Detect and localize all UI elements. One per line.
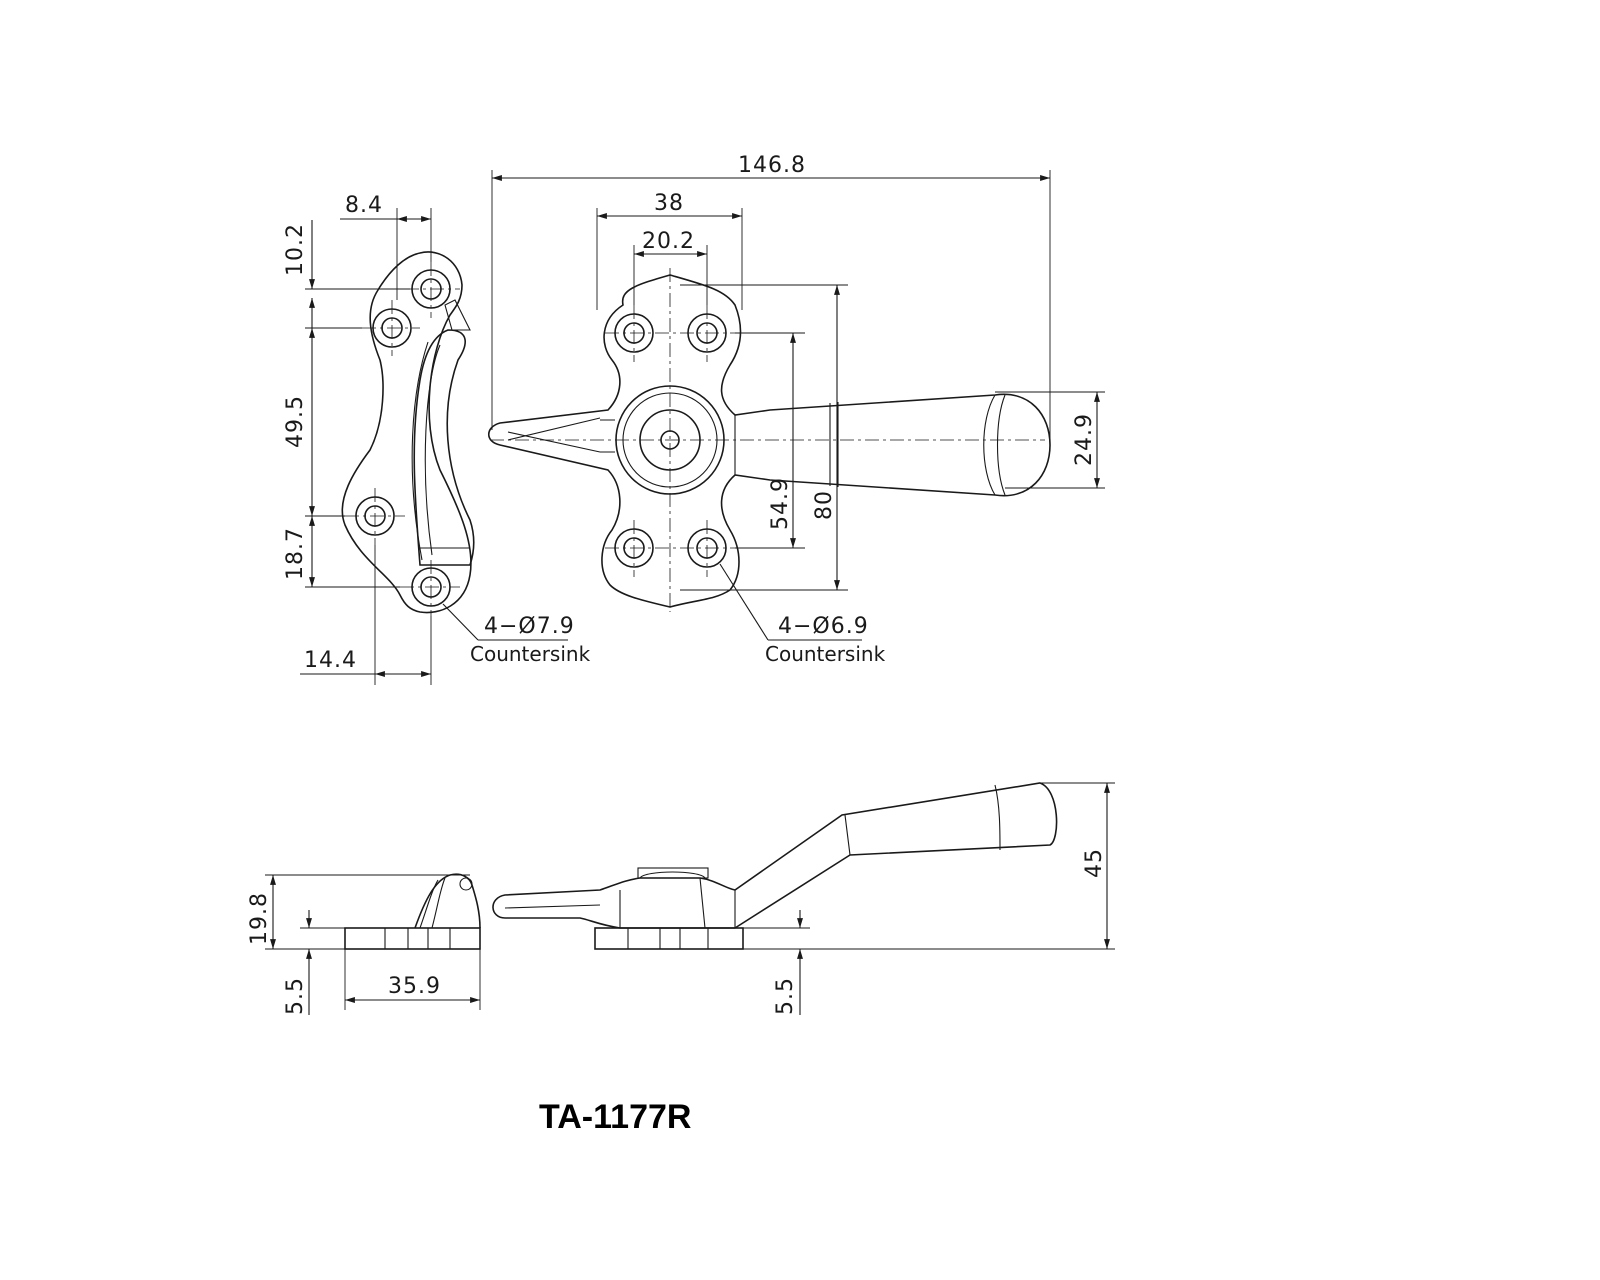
dim-keeper-bottom-offset: 14.4 <box>304 648 357 673</box>
dim-hole-spacing-vertical: 54.9 <box>768 477 793 530</box>
sash-lock-side-view <box>492 782 1058 950</box>
dim-overall-length: 146.8 <box>738 153 806 178</box>
dim-keeper-length: 35.9 <box>388 974 441 999</box>
dim-plate-width: 38 <box>654 191 684 216</box>
sash-lock-top-view <box>487 268 1051 612</box>
dim-keeper-hole-top: 10.2 <box>283 223 308 276</box>
sash-lock-dimensions <box>491 170 1105 641</box>
dim-keeper-top-offset: 8.4 <box>345 193 383 218</box>
sash-lock-side-dimensions <box>743 782 1115 1015</box>
note-keeper-hole-size: 4−Ø7.9 <box>484 614 575 639</box>
note-lock-hole-size: 4−Ø6.9 <box>778 614 869 639</box>
dim-handle-width: 24.9 <box>1072 413 1097 466</box>
dim-keeper-hole-span: 49.5 <box>283 395 308 448</box>
dim-keeper-hole-bottom: 18.7 <box>283 527 308 580</box>
dim-lock-height: 45 <box>1082 848 1107 878</box>
keeper-side-dimensions <box>265 874 481 1015</box>
dim-hole-spacing-inner: 20.2 <box>642 229 695 254</box>
note-lock-hole-type: Countersink <box>765 642 886 666</box>
keeper-dimensions <box>300 208 568 685</box>
note-keeper-hole-type: Countersink <box>470 642 591 666</box>
keeper-side-view <box>344 873 481 950</box>
dim-plate-height: 80 <box>812 490 837 520</box>
dim-keeper-base: 5.5 <box>283 977 308 1015</box>
model-title: TA-1177R <box>539 1098 691 1136</box>
dim-keeper-height: 19.8 <box>247 892 272 945</box>
dim-lock-base: 5.5 <box>773 977 798 1015</box>
keeper-top-view <box>341 251 475 616</box>
